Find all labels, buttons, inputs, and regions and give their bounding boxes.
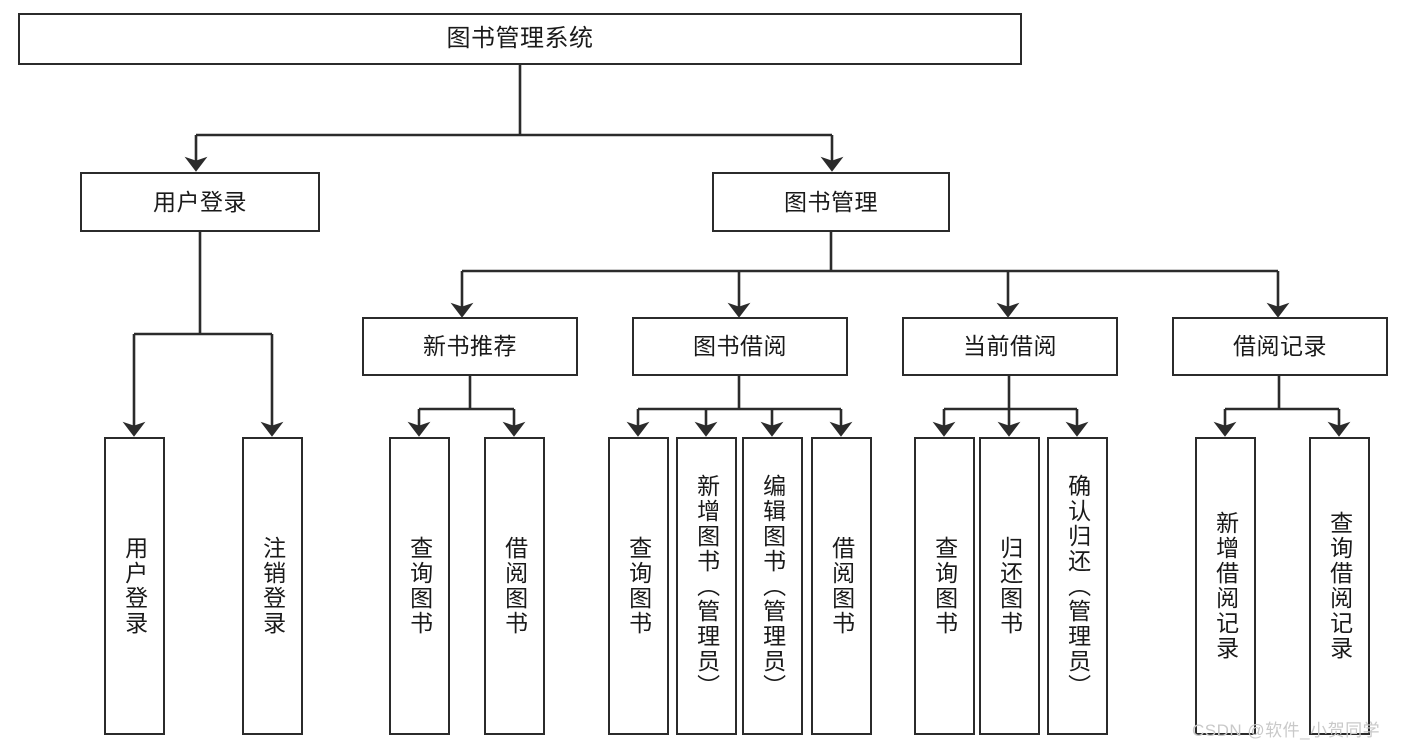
node-leaf-borrow-book-2[interactable]: 借阅图书 — [811, 437, 872, 735]
node-leaf-query-book-2-label: 查询图书 — [625, 536, 652, 636]
node-user-login-label: 用户登录 — [153, 188, 247, 215]
node-book-manage-label: 图书管理 — [784, 188, 878, 215]
node-leaf-query-record[interactable]: 查询借阅记录 — [1309, 437, 1370, 735]
node-leaf-borrow-book-1[interactable]: 借阅图书 — [484, 437, 545, 735]
node-leaf-query-record-label: 查询借阅记录 — [1326, 511, 1353, 661]
node-new-book-rec-label: 新书推荐 — [423, 333, 517, 360]
node-leaf-confirm-return-label: 确认归还（管理员） — [1064, 473, 1091, 699]
node-leaf-query-book-3[interactable]: 查询图书 — [914, 437, 975, 735]
node-leaf-borrow-book-2-label: 借阅图书 — [828, 536, 855, 636]
node-book-manage[interactable]: 图书管理 — [712, 172, 950, 232]
node-root[interactable]: 图书管理系统 — [18, 13, 1022, 65]
node-leaf-borrow-book-1-label: 借阅图书 — [501, 536, 528, 636]
node-user-login[interactable]: 用户登录 — [80, 172, 320, 232]
node-leaf-return-book-label: 归还图书 — [996, 536, 1023, 636]
node-leaf-confirm-return[interactable]: 确认归还（管理员） — [1047, 437, 1108, 735]
node-book-borrow-label: 图书借阅 — [693, 333, 787, 360]
node-leaf-add-record[interactable]: 新增借阅记录 — [1195, 437, 1256, 735]
node-borrow-record[interactable]: 借阅记录 — [1172, 317, 1388, 376]
node-leaf-add-book-label: 新增图书（管理员） — [693, 473, 720, 699]
node-leaf-add-book[interactable]: 新增图书（管理员） — [676, 437, 737, 735]
node-book-borrow[interactable]: 图书借阅 — [632, 317, 848, 376]
node-leaf-user-login-label: 用户登录 — [121, 536, 148, 636]
node-leaf-user-login[interactable]: 用户登录 — [104, 437, 165, 735]
node-leaf-return-book[interactable]: 归还图书 — [979, 437, 1040, 735]
node-leaf-query-book-2[interactable]: 查询图书 — [608, 437, 669, 735]
node-new-book-rec[interactable]: 新书推荐 — [362, 317, 578, 376]
node-leaf-query-book-3-label: 查询图书 — [931, 536, 958, 636]
node-leaf-logout[interactable]: 注销登录 — [242, 437, 303, 735]
node-borrow-record-label: 借阅记录 — [1233, 333, 1327, 360]
node-leaf-edit-book[interactable]: 编辑图书（管理员） — [742, 437, 803, 735]
node-leaf-logout-label: 注销登录 — [259, 536, 286, 636]
node-root-label: 图书管理系统 — [446, 25, 594, 53]
node-leaf-query-book-1[interactable]: 查询图书 — [389, 437, 450, 735]
node-leaf-add-record-label: 新增借阅记录 — [1212, 511, 1239, 661]
node-leaf-edit-book-label: 编辑图书（管理员） — [759, 473, 786, 699]
node-current-borrow[interactable]: 当前借阅 — [902, 317, 1118, 376]
node-current-borrow-label: 当前借阅 — [963, 333, 1057, 360]
node-leaf-query-book-1-label: 查询图书 — [406, 536, 433, 636]
